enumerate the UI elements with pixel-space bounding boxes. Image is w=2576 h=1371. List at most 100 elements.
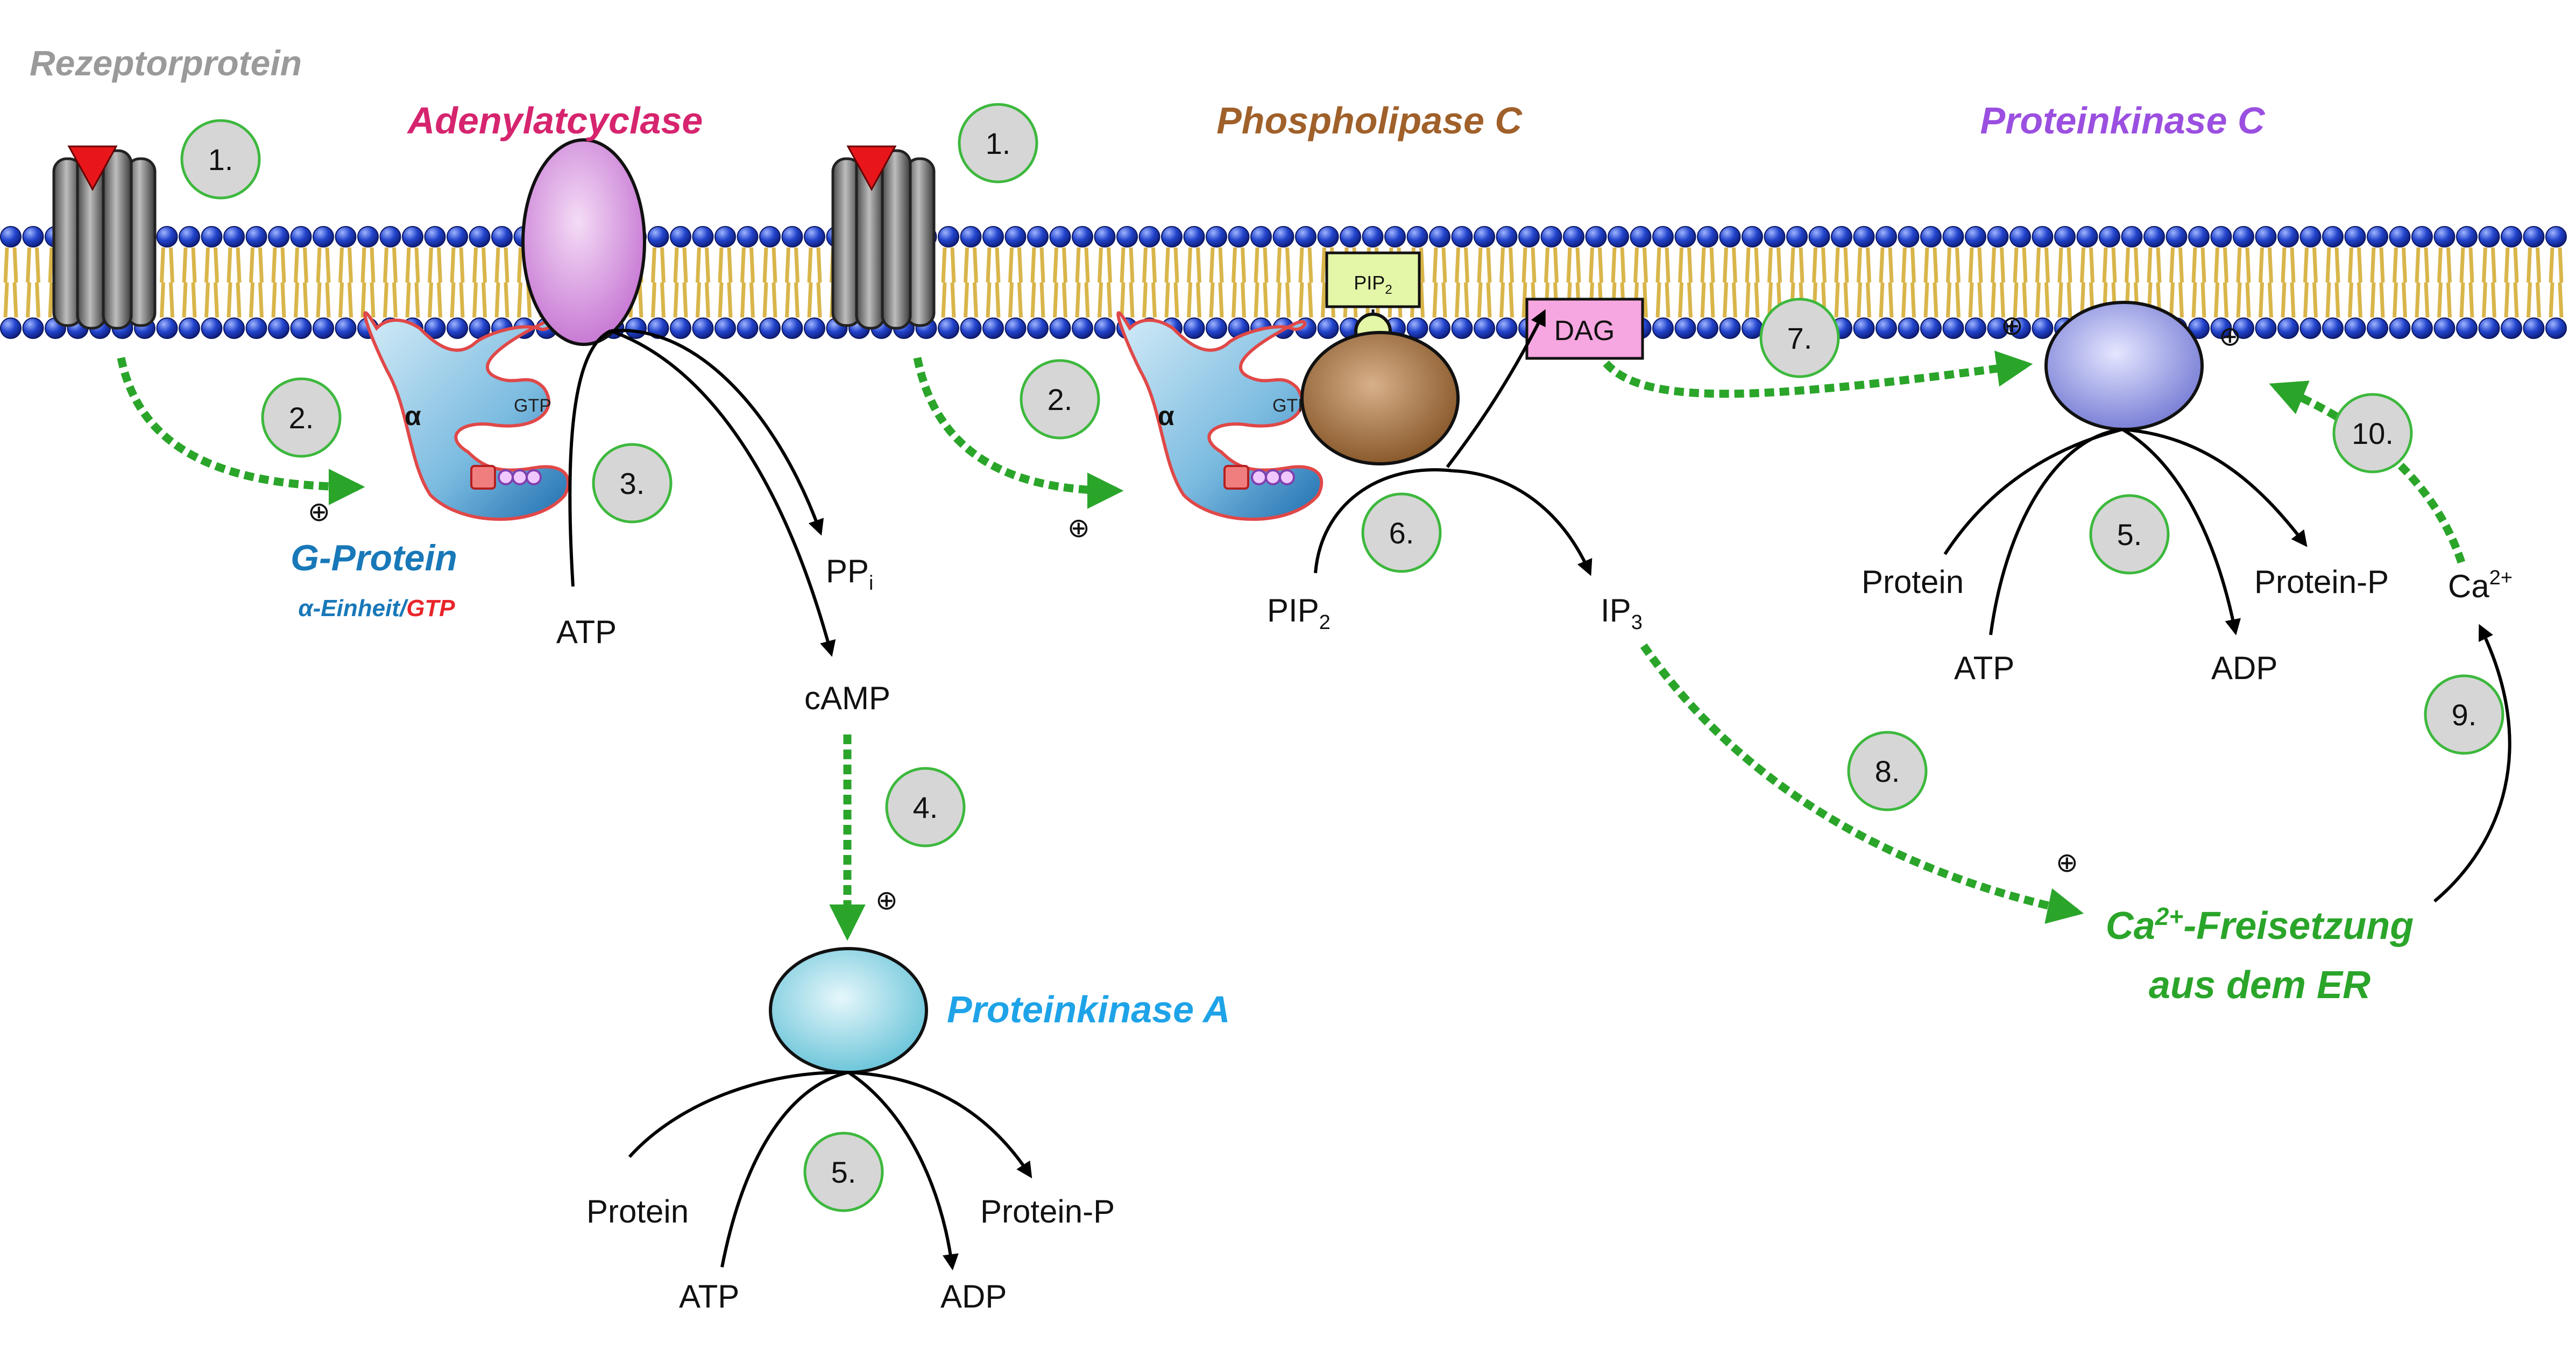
phospholipid-head: [2121, 226, 2143, 248]
phospholipid-head: [1451, 226, 1473, 248]
activation-arrow-receptor1: [117, 357, 365, 505]
phospholipid-head: [759, 226, 781, 248]
lipid-tails: [1901, 247, 1916, 318]
phospholipid-head: [179, 317, 200, 339]
phospholipid-head: [1183, 226, 1205, 248]
atp-label-ac: ATP: [556, 614, 617, 650]
lipid-tails: [1678, 247, 1693, 318]
lipid-tails: [1298, 247, 1313, 318]
pkc-protein-label: Protein: [1862, 564, 1964, 600]
phospholipid-head: [2322, 317, 2344, 339]
phospholipid-head: [1608, 226, 1629, 248]
phospholipid-head: [335, 317, 357, 339]
phospholipid-head: [781, 226, 803, 248]
lipid-tails: [2437, 247, 2452, 318]
phospholipid-head: [2009, 226, 2031, 248]
phospholipid-head: [625, 317, 647, 339]
lipid-tails: [2348, 247, 2362, 318]
phospholipid-head: [2299, 317, 2322, 339]
lipid-tails: [1723, 247, 1737, 318]
phospholipid-head: [2523, 226, 2545, 248]
phospholipid-head: [2143, 226, 2165, 248]
calcium-ion-label: Ca2+: [2448, 567, 2513, 604]
lipid-tails: [1432, 247, 1447, 318]
phospholipid-head: [313, 317, 334, 339]
phospholipid-head: [1362, 226, 1384, 248]
phospholipid-head: [1094, 317, 1116, 339]
phospholipid-head: [1965, 317, 1986, 339]
step-badge-s10: 10.: [2332, 393, 2413, 474]
lipid-tails: [1164, 247, 1179, 318]
lipid-tails: [1098, 247, 1112, 318]
phospholipid-head: [1942, 226, 1964, 248]
plus-icon: ⊕: [1067, 512, 1090, 543]
step-badge-s7: 7.: [1759, 298, 1840, 378]
lipid-tails: [428, 247, 442, 318]
phospholipid-head: [223, 226, 245, 248]
lipid-tails: [2393, 247, 2407, 318]
phospholipase-c-enzyme: [1300, 331, 1460, 465]
phospholipid-head: [1072, 226, 1093, 248]
lipid-tails: [1075, 247, 1090, 318]
lipid-tails: [986, 247, 1001, 318]
lipid-tails: [1655, 247, 1671, 318]
receptor-protein-2: [831, 145, 936, 330]
phospholipid-head: [2210, 226, 2232, 248]
phospholipid-head: [2456, 226, 2478, 248]
phospholipid-head: [1563, 226, 1584, 248]
lipid-tails: [1120, 247, 1135, 318]
phospholipid-head: [1451, 317, 1473, 339]
lipid-tails: [1700, 247, 1715, 318]
phospholipid-head: [2344, 226, 2366, 248]
step-badge-s8: 8.: [1847, 731, 1928, 811]
phospholipid-head: [22, 226, 44, 248]
phospholipid-head: [0, 317, 22, 339]
ppi-arrow: [610, 329, 824, 536]
plus-icon: ⊕: [875, 885, 898, 916]
lipid-tails: [1879, 247, 1894, 318]
lipid-tails: [1857, 247, 1871, 318]
lipid-tails: [271, 247, 286, 318]
phospholipid-head: [469, 226, 491, 248]
adenylatcyclase-title: Adenylatcyclase: [407, 100, 703, 142]
dag-label: DAG: [1554, 315, 1615, 347]
phospholipid-head: [1786, 226, 1808, 248]
phospholipid-head: [714, 317, 736, 339]
lipid-tails: [182, 247, 197, 318]
pip2-label: PIP2: [1267, 592, 1331, 634]
receptor-protein-title: Rezeptorprotein: [30, 43, 302, 83]
ppi-label: PPi: [826, 553, 874, 595]
lipid-tails: [2013, 247, 2028, 318]
atp-curve-ac: [568, 329, 612, 587]
lipid-tails: [160, 247, 174, 318]
activation-arrows: [117, 350, 2466, 941]
lipid-tails: [1254, 247, 1269, 318]
phospholipid-head: [2501, 226, 2522, 248]
step-badge-s1a: 1.: [180, 119, 261, 200]
step-number: 10.: [2352, 416, 2394, 450]
lipid-tails: [1968, 247, 1983, 318]
lipid-tails: [964, 247, 978, 318]
phospholipid-head: [2344, 317, 2366, 339]
phospholipid-head: [1764, 226, 1786, 248]
phospholipid-head: [1429, 226, 1450, 248]
phospholipid-head: [357, 226, 379, 248]
phospholipid-head: [1742, 317, 1763, 339]
lipid-tails: [227, 247, 242, 318]
dag-arrow: [1446, 309, 1546, 468]
lipid-tails: [1455, 247, 1469, 318]
lipid-tails: [1834, 247, 1849, 318]
ip3-arrow: [1452, 469, 1593, 576]
phospholipid-head: [379, 226, 401, 248]
phospholipid-head: [982, 226, 1004, 248]
lipid-tails: [1745, 247, 1760, 318]
phospholipid-head: [1004, 226, 1027, 248]
phospholipid-head: [1317, 317, 1339, 339]
phospholipid-head: [22, 317, 44, 339]
phospholipid-head: [1742, 226, 1763, 248]
phospholipid-head: [1228, 226, 1250, 248]
phospholipid-head: [1652, 317, 1674, 339]
phospholipid-head: [1987, 226, 2009, 248]
phospholipid-head: [1987, 317, 2009, 339]
gtp-small-label: GTP: [514, 395, 551, 416]
